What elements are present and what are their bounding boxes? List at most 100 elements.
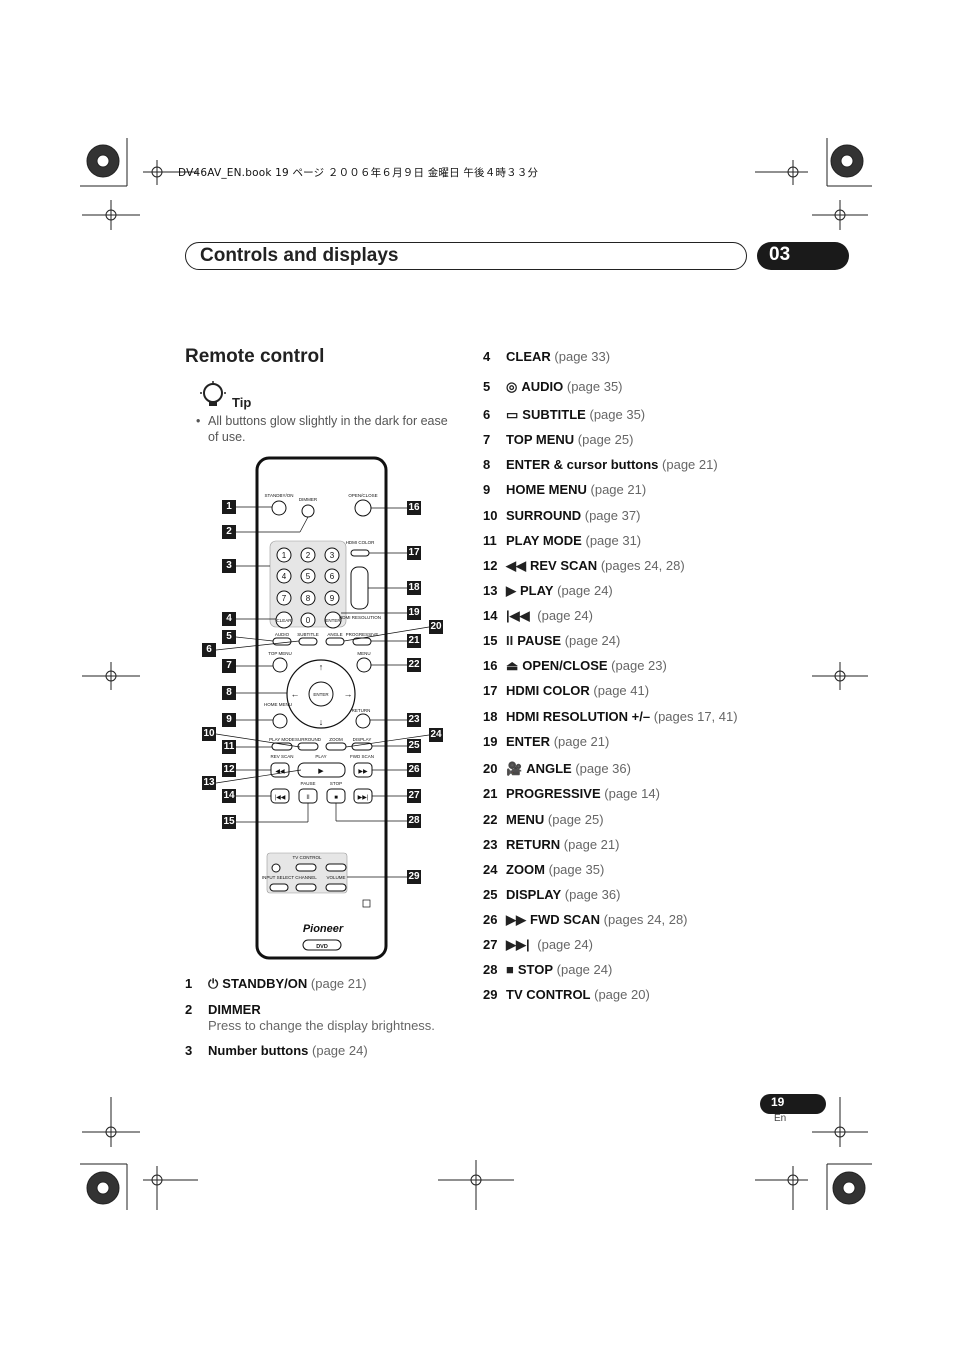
brand-logo: Pioneer [303,923,344,935]
input-select-label: INPUT SELECT [262,875,294,880]
play-mode-label: PLAY MODE [269,737,295,742]
item-page-ref: (page 35) [589,407,646,422]
callout-13: 13 [202,776,216,790]
item-number: 21 [483,786,498,801]
item-label: DIMMER [208,1002,261,1017]
play-button[interactable] [297,762,346,778]
angle-label: ANGLE [327,632,342,637]
eject-icon: ⏏ [506,658,519,673]
item-number: 4 [483,349,491,364]
item-page-ref: (page 21) [590,482,647,497]
hdmi-color-label: HDMI COLOR [346,540,376,545]
display-button[interactable] [351,742,373,751]
previous-icon: |◀◀ [506,608,530,623]
item-number: 9 [483,482,491,497]
progressive-label: PROGRESSIVE [346,632,379,637]
item-label: HOME MENU [506,482,587,497]
item-number: 10 [483,508,498,523]
item-page-ref: (page 24) [556,962,613,977]
pause-label: PAUSE [301,781,316,786]
tip-lightbulb-icon [200,381,226,406]
item-label: STOP [517,962,554,977]
item-number: 8 [483,457,491,472]
callout-22: 22 [407,658,421,672]
zoom-button[interactable] [325,742,347,751]
item-page-ref: (page 21) [310,976,367,991]
digit-8: 8 [306,594,311,603]
item-label: AUDIO [521,379,564,394]
item-page-ref: (page 35) [566,379,623,394]
play-mode-button[interactable] [271,742,293,751]
return-button[interactable] [355,713,371,729]
item-number: 13 [483,583,498,598]
subtitle-button[interactable] [298,637,318,646]
callout-19: 19 [407,606,421,620]
tip-text: • All buttons glow slightly in the dark … [196,414,456,445]
home-menu-button[interactable] [272,713,288,729]
item-number: 28 [483,962,498,977]
item-page-ref: (page 33) [554,349,611,364]
callout-17: 17 [407,546,421,560]
hdmi-resolution-rocker[interactable] [350,566,369,610]
callout-6: 6 [202,643,216,657]
digit-4: 4 [282,572,287,581]
item-number: 17 [483,683,498,698]
callout-21: 21 [407,634,421,648]
item-label: HDMI COLOR [506,683,590,698]
callout-5: 5 [222,630,236,644]
callout-10: 10 [202,727,216,741]
callout-26: 26 [407,763,421,777]
chapter-number: 03 [769,244,791,265]
item-number: 1 [185,976,193,991]
item-page-ref: (page 41) [593,683,650,698]
remote-control-svg: STANDBY/ON DIMMER OPEN/CLOSE HDMI COLOR … [215,456,430,960]
language-code: En [774,1113,787,1124]
callout-4: 4 [222,612,236,626]
item-number: 18 [483,709,498,724]
callout-28: 28 [407,814,421,828]
angle-button[interactable] [325,637,345,646]
audio-button[interactable] [272,637,292,646]
tip-label: Tip [232,395,252,410]
item-page-ref: (page 36) [575,761,631,776]
volume-label: VOLUME [326,875,345,880]
callout-16: 16 [407,501,421,515]
item-page-ref: (page 25) [547,812,604,827]
chapter-title-bar: Controls and displays [185,242,747,270]
digit-5: 5 [306,572,311,581]
item-number: 26 [483,912,498,927]
svg-text:|◀◀: |◀◀ [275,795,286,801]
item-label: DISPLAY [506,887,562,902]
item-label: HDMI RESOLUTION +/– [506,709,651,724]
svg-text:→: → [344,689,353,699]
zoom-label: ZOOM [329,737,343,742]
item-label: RETURN [506,837,561,852]
item-number: 2 [185,1002,193,1017]
return-label: RETURN [352,708,371,713]
svg-text:▶▶|: ▶▶| [358,795,369,801]
enter-label: ENTER [313,692,329,697]
angle-icon: 🎥 [506,761,523,776]
item-label: ANGLE [526,761,572,776]
standby-button[interactable] [271,500,287,516]
item-label: TOP MENU [506,432,575,447]
digit-0: 0 [306,616,311,625]
audio-label: AUDIO [275,632,290,637]
next-icon: ▶▶| [506,937,530,952]
callout-29: 29 [407,870,421,884]
item-page-ref: (page 31) [585,533,642,548]
item-label: MENU [506,812,545,827]
subtitle-label: SUBTITLE [297,632,319,637]
standby-label: STANDBY/ON [265,493,294,498]
callout-9: 9 [222,713,236,727]
fwd-scan-icon: ▶▶ [506,912,526,927]
item-label: ENTER & cursor buttons [506,457,659,472]
item-number: 23 [483,837,498,852]
pause-icon: II [506,633,514,648]
item-label: PAUSE [517,633,562,648]
item-label: PLAY [520,583,554,598]
tv-control-label: TV CONTROL [292,855,321,860]
enter-button[interactable] [308,681,334,707]
item-page-ref: (page 24) [312,1043,368,1058]
top-menu-button[interactable] [272,657,288,673]
